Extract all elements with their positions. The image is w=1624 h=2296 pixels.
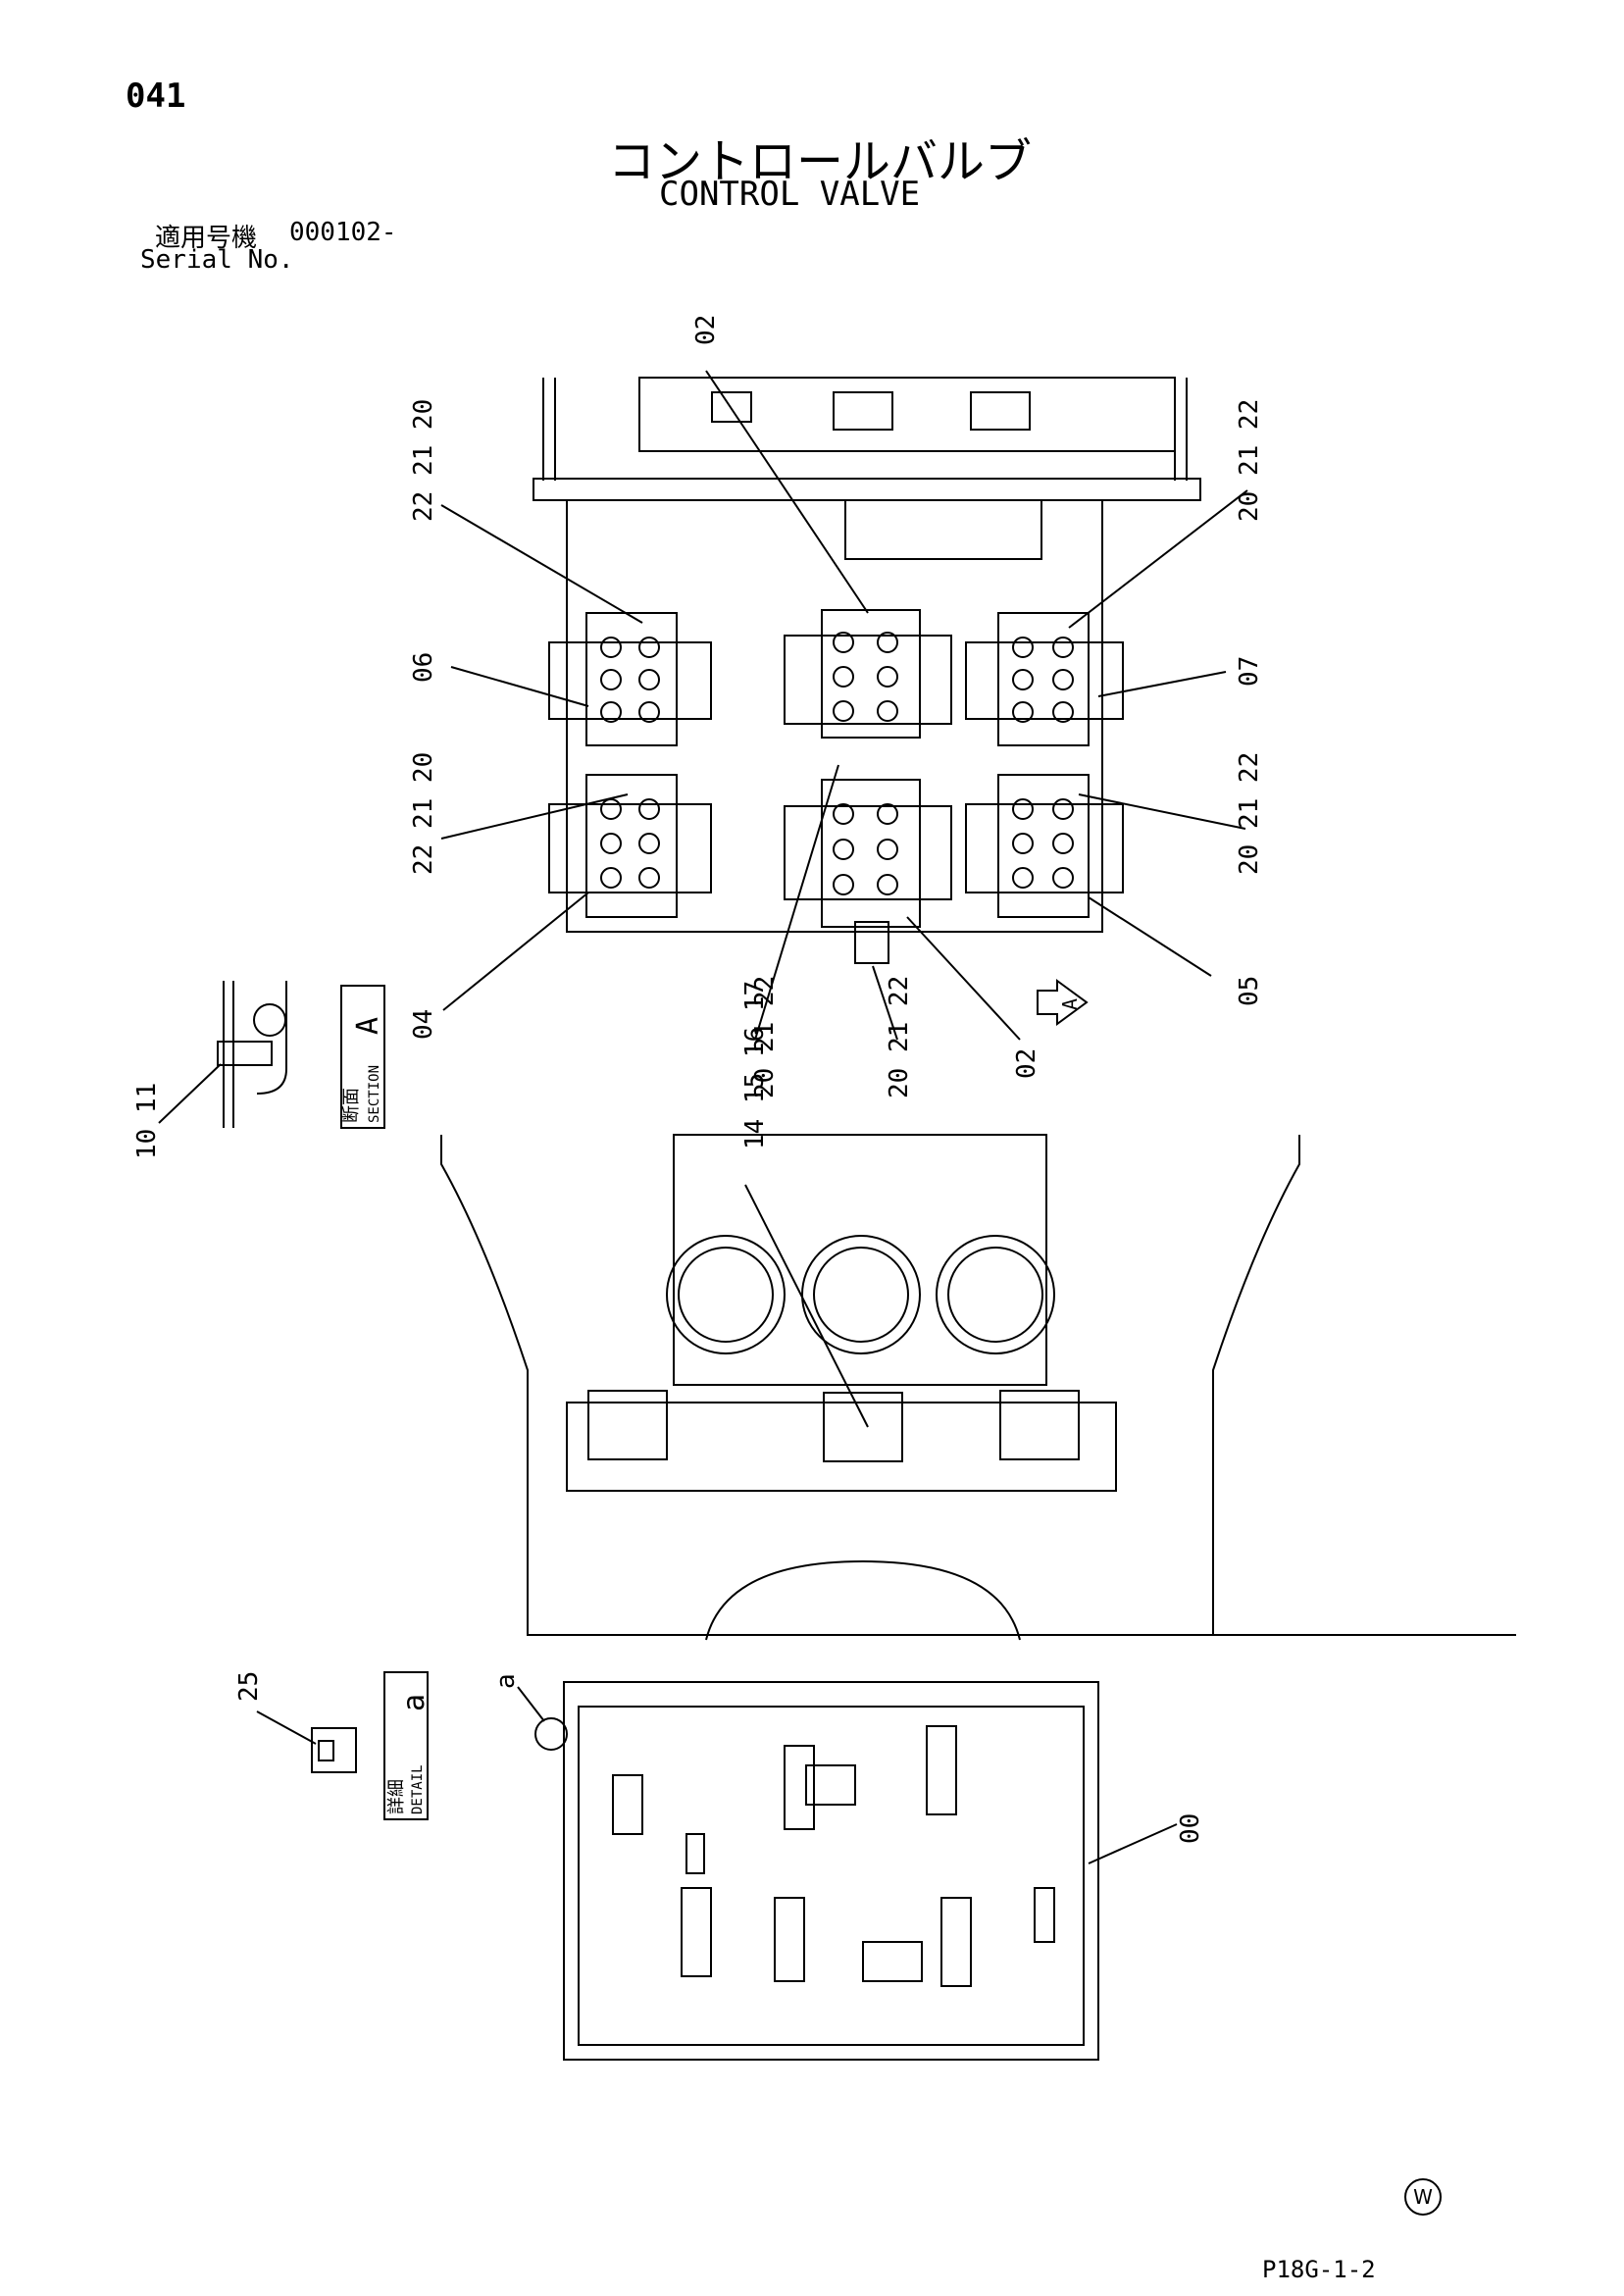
middle-view — [440, 1134, 1516, 1641]
callout-22-21-20-upper-left: 22 21 20 — [409, 399, 438, 522]
valve-block-02-lower — [784, 779, 952, 964]
top-view — [440, 370, 1248, 1041]
section-label-jp: 断面 — [341, 1088, 362, 1123]
callout-05: 05 — [1235, 976, 1264, 1006]
section-label-en: SECTION — [367, 1065, 382, 1123]
valve-block-02-upper — [784, 609, 952, 739]
callout-20-21-22-middle-right: 20 21 22 — [1235, 752, 1264, 875]
callout-10-11: 10 11 — [132, 1083, 162, 1159]
serial-label-japanese: 適用号機 — [155, 224, 258, 253]
callout-07: 07 — [1235, 656, 1264, 687]
serial-value: 000102- — [289, 218, 397, 247]
callout-14-15-16-17: 14 15 16 17 — [740, 981, 770, 1149]
section-label-letter: A — [351, 1017, 385, 1035]
valve-block-04 — [548, 774, 712, 918]
callout-06: 06 — [409, 652, 438, 683]
valve-block-07 — [965, 612, 1124, 746]
callout-20-21-22-bottom-2: 20 21 22 — [885, 976, 914, 1098]
detail-a — [256, 1671, 429, 1820]
valve-block-05 — [965, 774, 1124, 918]
bottom-view — [517, 1681, 1178, 2061]
page-number: 041 — [126, 77, 186, 116]
callout-00: 00 — [1176, 1813, 1205, 1844]
serial-label-english: Serial No. — [140, 245, 294, 275]
detail-label-letter: a — [397, 1694, 431, 1711]
sheet-code: P18G-1-2 — [1262, 2256, 1376, 2283]
callout-02-bottom: 02 — [1012, 1048, 1041, 1079]
callout-25: 25 — [234, 1671, 264, 1702]
w-mark: W — [1404, 2178, 1442, 2216]
callout-02-top: 02 — [691, 315, 721, 345]
detail-label-en: DETAIL — [410, 1764, 426, 1814]
valve-block-06 — [548, 612, 712, 746]
section-a-detail — [158, 981, 385, 1129]
detail-label-jp: 詳細 — [386, 1779, 407, 1814]
callout-22-21-20-middle-left: 22 21 20 — [409, 752, 438, 875]
callout-20-21-22-bottom-1: 20 21 22 — [750, 976, 780, 1098]
callout-20-21-22-upper-right: 20 21 22 — [1235, 399, 1264, 522]
callout-a: a — [491, 1673, 521, 1689]
title-english: CONTROL VALVE — [659, 175, 921, 214]
callout-04: 04 — [409, 1009, 438, 1040]
view-arrow-letter: A — [1058, 998, 1082, 1010]
title-japanese: コントロールバルブ — [608, 134, 1033, 189]
